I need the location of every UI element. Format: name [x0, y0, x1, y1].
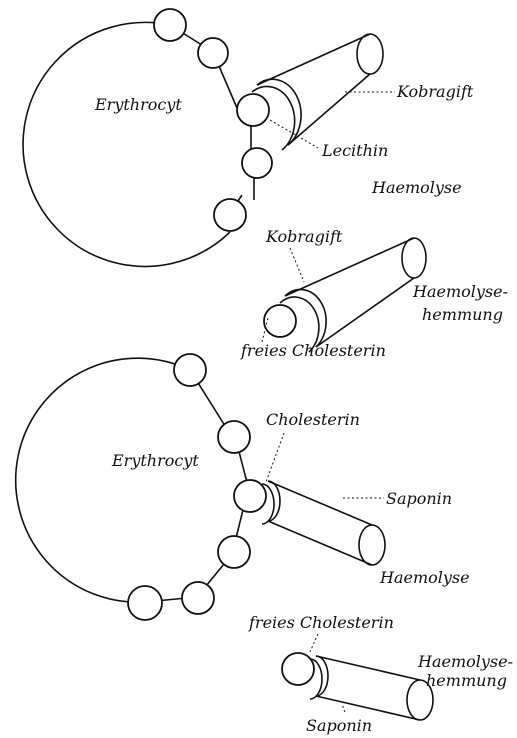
top-lipid-bead: [154, 9, 186, 41]
top-erythrocyt-label: Erythrocyt: [94, 95, 182, 114]
bottom-erythrocyt-label: Erythrocyt: [111, 451, 199, 470]
bottom-saponin-cylinder: [262, 481, 385, 565]
top-inhibit-result-line1: Haemolyse-: [412, 282, 508, 301]
bottom-panel: Erythrocyt Cholesterin Saponin Haemolyse…: [16, 354, 513, 735]
bottom-inhibit-result-line2: hemmung: [426, 671, 507, 690]
bottom-free-cholesterin-label: freies Cholesterin: [248, 613, 394, 632]
top-lecithin-label: Lecithin: [321, 141, 388, 160]
bottom-lipid-bead: [218, 421, 250, 453]
bottom-inhibit-result-line1: Haemolyse-: [417, 652, 513, 671]
top-haemolyse-label: Haemolyse: [371, 178, 462, 197]
bottom-haemolyse-label: Haemolyse: [379, 568, 470, 587]
bottom-inhibit-saponin-label: Saponin: [306, 716, 372, 735]
bottom-lipid-bead: [174, 354, 206, 386]
top-lipid-bead: [198, 38, 228, 68]
top-panel: Erythrocyt Kobragift Lecithin Haemolyse …: [23, 9, 508, 360]
top-inhibit-kobragift-cylinder: [280, 238, 426, 352]
top-inhibit-result-line2: hemmung: [422, 305, 503, 324]
bottom-free-cholesterol-bead: [282, 653, 314, 685]
bottom-inhibit-saponin-cylinder: [310, 656, 433, 720]
top-kobragift-label: Kobragift: [396, 82, 474, 101]
bottom-lipid-bead: [218, 536, 250, 568]
top-inhibit-kobragift-label: Kobragift: [265, 227, 343, 246]
bottom-saponin-label: Saponin: [386, 489, 452, 508]
top-free-cholesterol-bead: [264, 305, 296, 337]
bottom-lipid-bead: [128, 586, 162, 620]
top-lipid-bead: [214, 199, 246, 231]
bottom-cholesterin-bead: [234, 480, 266, 512]
top-lecithin-bead: [237, 94, 269, 126]
bottom-cholesterin-label: Cholesterin: [266, 410, 360, 429]
bottom-erythrocyte-membrane: [16, 358, 190, 602]
top-free-cholesterin-label: freies Cholesterin: [240, 341, 386, 360]
bottom-lipid-bead: [182, 582, 214, 614]
top-lipid-bead: [242, 148, 272, 178]
